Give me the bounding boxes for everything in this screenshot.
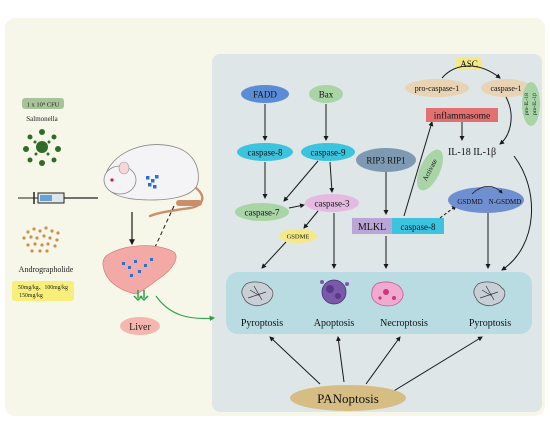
mlkl-node (352, 218, 392, 234)
dose-badge (12, 281, 74, 301)
panoptosis-to-pyroptosis-right-arrow (391, 336, 483, 393)
caspase3-to-gsdme-arrow (303, 210, 319, 229)
panoptosis-to-apoptosis-arrow (336, 336, 345, 383)
andrographolide-label: Andrographolide (19, 265, 74, 274)
mouse-icon (103, 144, 204, 218)
gsdmd-node (448, 187, 524, 213)
pyroptosis-left-cell-icon (241, 281, 274, 306)
procaspase-to-caspase1-arrow (441, 65, 501, 79)
caspase8-mlkl-label: caspase-8 (401, 222, 436, 232)
rip3-rip1-label: RIP3 RIP1 (366, 156, 405, 166)
procaspase1-label: pro-caspase-1 (415, 84, 459, 93)
pyroptosis-left-label: Pyroptosis (241, 318, 283, 329)
caspase1-label: caspase-1 (490, 84, 521, 93)
mlkl-label: MLKL (358, 222, 386, 233)
liver-label: Liver (129, 322, 151, 333)
fadd-label: FADD (253, 90, 277, 100)
activate-badge (417, 149, 443, 191)
caspase9-to-caspase3-arrow (329, 161, 335, 193)
salmonella-icon (23, 129, 61, 166)
bax-label: Bax (319, 90, 334, 100)
caspase8-node (237, 143, 293, 161)
mouse-dashed-line (149, 205, 175, 259)
gsdme-to-pyroptosis-arrow (261, 241, 287, 269)
liver-icon (102, 245, 177, 302)
panoptosis-label: PANoptosis (317, 391, 379, 406)
dose-label-2: 150mg/kg (19, 293, 43, 299)
caspase1-to-il-arrow (499, 96, 512, 145)
caspase8-to-gsdmd-dashed-arrow (439, 205, 457, 219)
il-to-pyroptosis-arrow (501, 155, 532, 271)
n-gsdmd-label: N-GSDMD (489, 198, 522, 206)
dose-label-1: 50mg/kg、100mg/kg (18, 285, 68, 291)
panoptosis-to-pyroptosis-left-arrow (269, 336, 321, 385)
caspase9-label: caspase-9 (311, 148, 346, 158)
salmonella-label: Salmonella (26, 115, 58, 123)
caspase7-node (235, 203, 289, 221)
gsdme-label: GSDME (287, 234, 310, 241)
inflammasome-label: inflammasome (434, 111, 490, 122)
panoptosis-node (290, 385, 406, 411)
bax-node (309, 85, 343, 103)
caspase9-node (301, 143, 355, 161)
rip3-rip1-node (356, 148, 416, 172)
cfu-label: 1 x 10⁹ CFU (27, 102, 60, 109)
syringe-icon (18, 192, 98, 204)
mlkl-to-inflammasome-arrow (403, 121, 434, 217)
caspase8-label: caspase-8 (248, 148, 283, 158)
asc-label: ASC (460, 59, 478, 69)
gsdmd-label: GSDMD (457, 198, 482, 206)
caspase9-to-caspase7-arrow (283, 160, 319, 202)
necroptosis-label: Necroptosis (380, 318, 428, 329)
cfu-badge (22, 98, 64, 109)
liver-badge (120, 317, 160, 335)
caspase7-to-caspase3-arrow (288, 203, 305, 209)
pyroptosis-right-cell-icon (473, 281, 506, 306)
caspase8-mlkl-node (392, 218, 444, 234)
apoptosis-cell-icon (320, 279, 349, 305)
caspase3-label: caspase-3 (315, 199, 350, 209)
pyroptosis-right-label: Pyroptosis (469, 318, 511, 329)
pro-il-badge (522, 82, 540, 126)
panoptosis-to-necroptosis-arrow (365, 336, 401, 385)
apoptosis-label: Apoptosis (314, 318, 355, 329)
caspase3-node (305, 194, 359, 212)
pro-il18-label: pro-IL-18 (524, 93, 530, 115)
inflammasome-node (426, 108, 498, 122)
caspase1-node (481, 79, 531, 97)
il18-il1b-label: IL-18 IL-1β (448, 147, 496, 158)
necroptosis-cell-icon (371, 281, 404, 307)
pro-il1b-label: pro-IL-1β (532, 93, 538, 115)
andrographolide-particles-icon (22, 226, 60, 253)
procaspase1-node (405, 79, 469, 97)
fadd-node (241, 85, 289, 103)
gsdme-node (279, 229, 317, 243)
gsdmd-cleavage-arrow (471, 185, 503, 195)
caspase7-label: caspase-7 (245, 208, 280, 218)
liver-to-panel-arrow (155, 295, 216, 322)
